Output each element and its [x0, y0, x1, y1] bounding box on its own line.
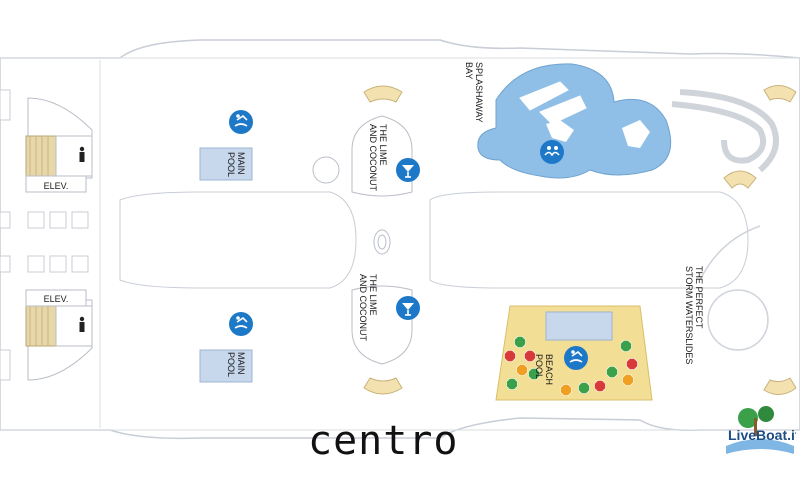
splashaway-bay: [477, 63, 672, 179]
person-icon: [79, 146, 85, 162]
elev-box-bottom: [25, 289, 87, 307]
person-icon: [79, 316, 85, 332]
swimmer-icon: [564, 346, 588, 370]
umbrella: [514, 336, 526, 348]
center-deck-right: [429, 191, 749, 289]
swimmer-icon: [229, 110, 253, 134]
map-caption: centro: [308, 418, 459, 464]
swimmer-icon: [229, 312, 253, 336]
umbrella: [620, 340, 632, 352]
cocktail-icon: [396, 158, 420, 182]
round-table: [312, 156, 340, 184]
umbrella: [506, 378, 518, 390]
splashaway-bay-label: SPLASHAWAYBAY: [464, 62, 484, 123]
lime-coconut-label-2: THE LIMEAND COCONUT: [358, 274, 378, 342]
elev-label-top: ELEV.: [44, 181, 69, 191]
cocktail-icon: [396, 296, 420, 320]
elev-label-bottom: ELEV.: [44, 294, 69, 304]
umbrella: [528, 368, 540, 380]
left-structures: [0, 60, 101, 428]
main-pool-2: [199, 349, 253, 383]
bar-outline-1: [351, 115, 413, 197]
lounge-chairs: [363, 85, 797, 395]
main-pool-label-1: MAINPOOL: [226, 152, 246, 177]
splash-kids-icon: [540, 140, 564, 164]
umbrellas: [504, 336, 638, 396]
perfect-storm-label: THE PERFECTSTORM WATERSLIDES: [684, 266, 704, 364]
umbrella: [578, 382, 590, 394]
umbrella: [504, 350, 516, 362]
waterslides: [671, 89, 779, 351]
umbrella: [594, 380, 606, 392]
liveboat-logo-text: LiveBoat.it: [728, 427, 796, 443]
liveboat-logo: LiveBoat.it: [724, 402, 800, 466]
beach-pool-label: BEACHPOOL: [534, 354, 554, 385]
umbrella: [524, 350, 536, 362]
umbrella: [606, 366, 618, 378]
umbrella: [622, 374, 634, 386]
umbrella: [626, 358, 638, 370]
lime-coconut-label-1: THE LIMEAND COCONUT: [368, 124, 388, 192]
umbrella: [516, 364, 528, 376]
umbrella: [560, 384, 572, 396]
main-pool-label-2: MAINPOOL: [226, 352, 246, 377]
center-deck-left: [119, 191, 357, 289]
elev-box-top: [25, 175, 87, 193]
main-pool-1: [199, 147, 253, 181]
